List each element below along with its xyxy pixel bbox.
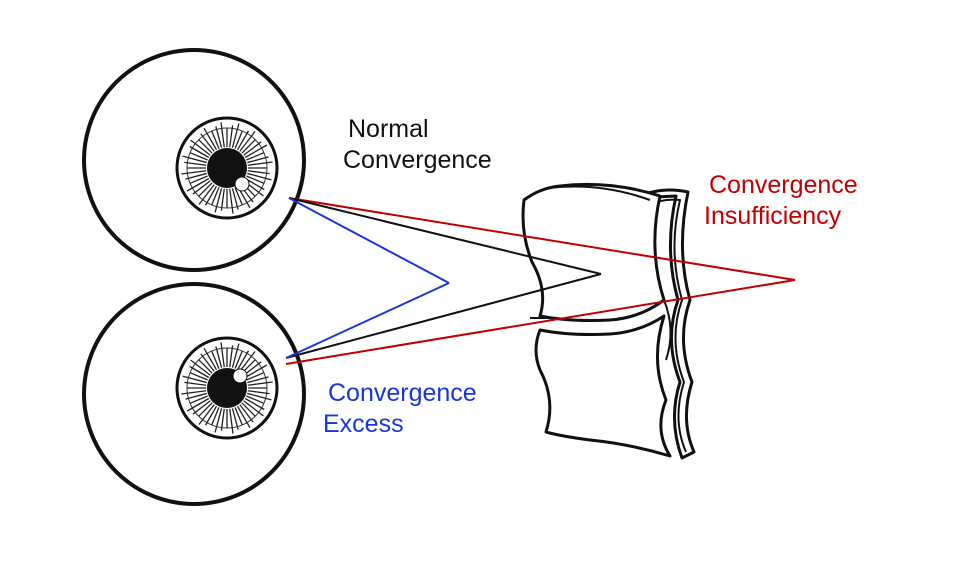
normal-lines bbox=[285, 197, 602, 359]
iris-spoke bbox=[211, 130, 220, 149]
iris-spoke bbox=[244, 397, 265, 411]
iris-spoke bbox=[234, 407, 243, 426]
iris-spoke bbox=[186, 177, 210, 192]
iris-spoke bbox=[214, 408, 223, 433]
iris-spoke bbox=[203, 347, 218, 371]
iris-spoke bbox=[234, 350, 243, 369]
iris-spoke bbox=[184, 161, 207, 166]
iris-spoke bbox=[239, 131, 256, 152]
iris-spoke bbox=[246, 395, 265, 404]
iris-spoke bbox=[182, 155, 207, 164]
iris-spoke bbox=[247, 156, 269, 164]
iris-spoke bbox=[198, 402, 213, 417]
iris-spoke bbox=[215, 346, 223, 368]
iris-spoke bbox=[247, 172, 272, 181]
iris-spoke bbox=[236, 405, 251, 429]
iris-spoke bbox=[246, 372, 265, 381]
iris-spoke bbox=[190, 359, 211, 376]
iris-spoke bbox=[211, 350, 220, 369]
iris-spoke bbox=[241, 139, 256, 154]
normal-label-line2: Convergence bbox=[343, 146, 492, 174]
iris-spoke bbox=[231, 123, 240, 148]
iris-spoke bbox=[204, 405, 218, 426]
iris-spoke bbox=[244, 144, 268, 159]
iris-spoke bbox=[234, 130, 243, 149]
lower-eye-icon bbox=[82, 282, 306, 506]
iris-spoke bbox=[184, 381, 207, 386]
iris-spoke bbox=[239, 404, 254, 423]
iris-spoke bbox=[236, 350, 250, 371]
iris-spoke bbox=[229, 188, 234, 214]
iris-spoke bbox=[244, 364, 268, 379]
iris-spoke bbox=[189, 365, 210, 379]
iris-spoke bbox=[231, 408, 239, 430]
iris-spoke bbox=[198, 359, 213, 374]
iris-spoke bbox=[220, 342, 225, 368]
iris-spoke bbox=[211, 407, 220, 426]
iris-spoke bbox=[185, 392, 207, 400]
iris-spoke bbox=[189, 372, 208, 381]
iris-spoke bbox=[189, 175, 208, 184]
iris-spoke bbox=[186, 397, 210, 412]
iris-spoke bbox=[229, 125, 234, 148]
upper-eye-icon bbox=[82, 48, 306, 272]
iris-spoke bbox=[198, 139, 213, 154]
iris-spoke bbox=[220, 408, 225, 431]
iris-spoke bbox=[211, 187, 220, 206]
iris-spoke bbox=[189, 395, 208, 404]
iris-spoke bbox=[229, 408, 234, 434]
excess-label-line1: Convergence bbox=[328, 379, 477, 407]
insufficiency-label-line2: Insufficiency bbox=[704, 202, 842, 230]
iris-spoke bbox=[185, 172, 207, 180]
iris-spoke bbox=[203, 127, 218, 151]
iris-spoke bbox=[189, 152, 208, 161]
iris-spoke bbox=[246, 175, 265, 184]
iris-spoke bbox=[192, 400, 211, 415]
iris-spoke bbox=[192, 180, 211, 195]
iris-spoke bbox=[231, 343, 240, 368]
iris-spoke bbox=[190, 139, 211, 156]
iris-spoke bbox=[198, 184, 215, 205]
iris-spoke bbox=[243, 141, 262, 156]
iris-spoke bbox=[181, 170, 207, 175]
iris-spoke bbox=[247, 170, 270, 175]
normal-convergence-label: Normal Convergence bbox=[343, 114, 492, 176]
iris-spoke bbox=[236, 130, 250, 151]
iris-spoke bbox=[200, 353, 215, 372]
iris-spoke bbox=[198, 182, 213, 197]
iris-spoke bbox=[214, 188, 223, 213]
iris-spoke bbox=[198, 404, 215, 425]
book-icon bbox=[521, 182, 696, 460]
convergence-insufficiency-label: Convergence Insufficiency bbox=[704, 170, 858, 232]
iris-spoke bbox=[220, 122, 225, 148]
iris-spoke bbox=[181, 390, 207, 395]
convergence-excess-label: Convergence Excess bbox=[323, 378, 477, 440]
iris-spoke bbox=[204, 185, 218, 206]
iris-spoke bbox=[182, 375, 207, 384]
insufficiency-lines bbox=[285, 197, 796, 365]
iris-spoke bbox=[215, 126, 223, 148]
iris-spoke bbox=[247, 381, 273, 386]
iris-spoke bbox=[189, 145, 210, 159]
iris-spoke bbox=[247, 392, 272, 401]
iris-spoke bbox=[220, 188, 225, 211]
excess-lines bbox=[285, 197, 450, 359]
iris-spoke bbox=[243, 400, 264, 417]
iris-spoke bbox=[234, 187, 243, 206]
iris-spoke bbox=[239, 351, 256, 372]
iris-spoke bbox=[200, 133, 215, 152]
iris-spoke bbox=[247, 390, 270, 395]
iris-spoke bbox=[241, 402, 256, 417]
iris-spoke bbox=[247, 161, 273, 166]
iris-spoke bbox=[247, 376, 269, 384]
normal-label-line1: Normal bbox=[348, 115, 429, 143]
iris-spoke bbox=[229, 345, 234, 368]
excess-label-line2: Excess bbox=[323, 410, 404, 438]
insufficiency-label-line1: Convergence bbox=[709, 171, 858, 199]
iris-spoke bbox=[246, 152, 265, 161]
iris-spoke bbox=[231, 188, 239, 210]
